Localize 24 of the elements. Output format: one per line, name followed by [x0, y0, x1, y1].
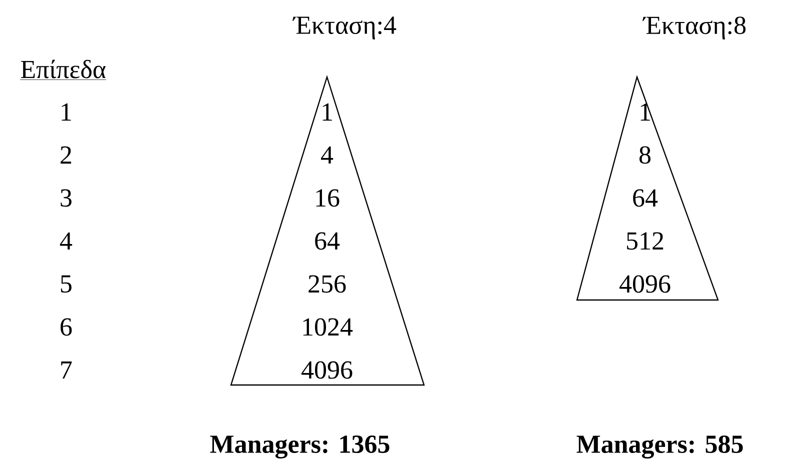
- count-value: 512: [627, 232, 664, 250]
- level-number: 3: [60, 189, 72, 207]
- heading: Έκταση:4: [292, 16, 396, 40]
- level-number: 4: [60, 232, 72, 250]
- count-value: 1024: [303, 318, 353, 336]
- count-value: 64: [633, 189, 658, 207]
- level-number: 2: [60, 146, 72, 164]
- total-label: Managers: 585: [576, 435, 743, 459]
- level-number: 5: [61, 275, 72, 293]
- count-value: 256: [308, 275, 346, 293]
- level-number: 7: [61, 361, 72, 378]
- count-value: 4096: [302, 361, 352, 379]
- heading: Έκταση:8: [642, 16, 746, 40]
- count-value: 4: [321, 146, 334, 164]
- count-value: 1: [640, 103, 650, 121]
- count-value: 16: [316, 189, 340, 207]
- count-value: 4096: [620, 275, 670, 293]
- level-number: 6: [60, 318, 72, 336]
- count-value: 64: [315, 232, 340, 250]
- count-value: 1: [322, 103, 332, 121]
- column-heading: Επίπεδα: [20, 60, 106, 80]
- count-value: 8: [640, 146, 651, 164]
- level-number: 1: [62, 103, 71, 121]
- total-label: Managers: 1365: [210, 436, 390, 458]
